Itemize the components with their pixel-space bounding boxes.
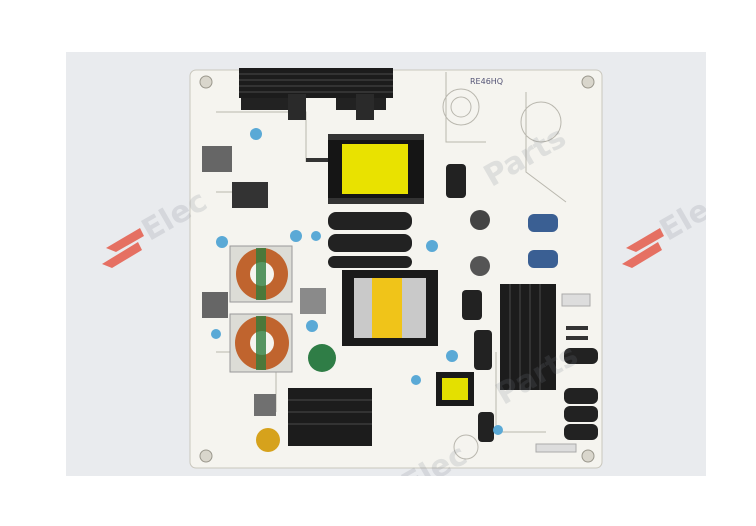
capacitor [446,164,466,198]
capacitor [462,290,482,320]
capacitor [528,250,558,268]
fuse [254,394,276,416]
diodes [306,158,588,340]
ceramic-caps [211,128,503,435]
standby-transformer [436,372,474,406]
board-stamp: RE46HQ [470,77,503,86]
relay [300,288,326,314]
capacitor [478,412,494,442]
mounting-hole [581,75,595,89]
relay [202,292,228,318]
capacitor [564,424,598,440]
bridge-rectifier [232,182,268,208]
main-transformer [328,134,424,204]
heatsink-right [500,284,556,390]
common-mode-choke [229,313,293,373]
watermark-logo-right [622,228,664,268]
mounting-hole [199,75,213,89]
capacitor [564,348,598,364]
product-photo: RE46HQ Elec Elec Parts Parts Elec [66,52,706,476]
pfc-inductor [342,270,438,346]
capacitor-top [470,210,490,230]
common-mode-choke [229,245,293,303]
relay [202,146,232,172]
transistor [356,94,374,120]
bulk-capacitors [328,212,412,268]
mounting-hole [199,449,213,463]
power-board-illustration: RE46HQ [102,68,664,469]
connector [561,293,591,307]
pcb-board [189,69,603,469]
varistor [256,428,280,452]
mounting-hole [581,449,595,463]
varistor [308,344,336,372]
watermark-logo-left [102,228,144,268]
capacitor [528,214,558,232]
capacitor-top [470,256,490,276]
capacitor [564,406,598,422]
capacitor [564,388,598,404]
capacitor [474,330,492,370]
heatsink-bottom [288,388,372,446]
connector [535,443,577,453]
transistor [288,94,306,120]
pcb-traces [216,72,567,460]
